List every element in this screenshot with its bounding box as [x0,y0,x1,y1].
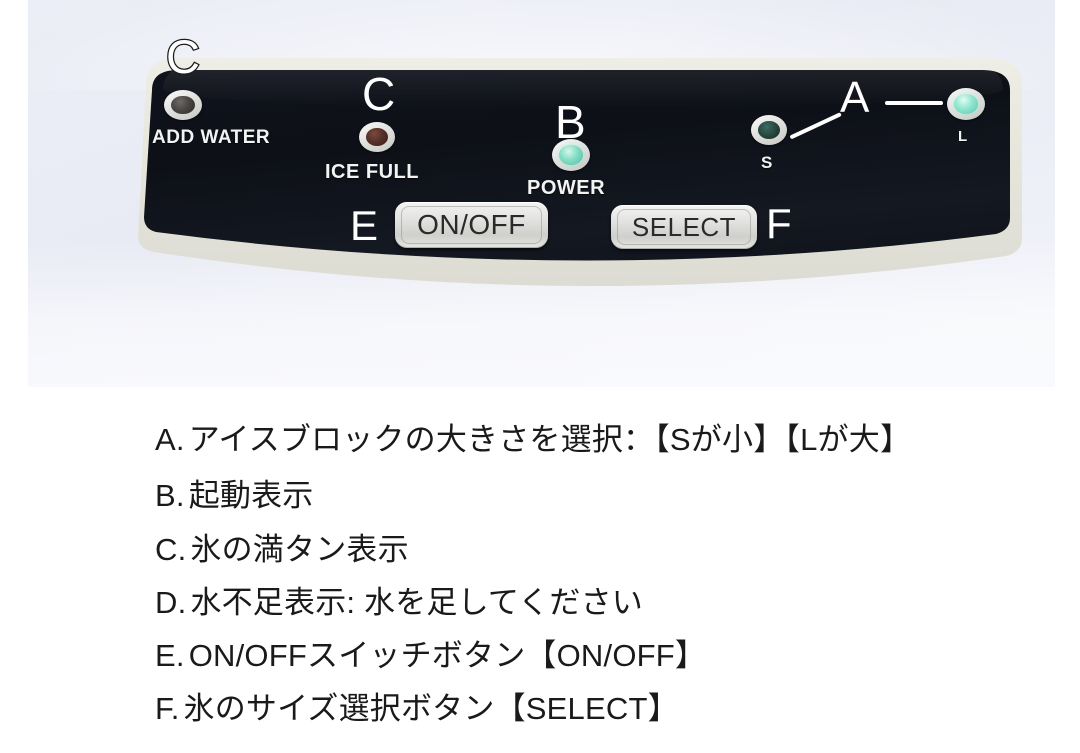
annotation-letter-c: C [362,68,396,120]
led-size-large [947,88,985,120]
legend-key-a: A. [155,422,185,457]
legend-text-e: ON/OFFスイッチボタン【ON/OFF】 [188,638,707,673]
legend-item-a: A.アイスブロックの大きさを選択：【Sが小】【Lが大】 [155,414,911,459]
legend-text-b: 起動表示 [188,478,314,513]
legend-text-d: 水不足表示: 水を足してください [190,585,643,620]
legend-text-f: 氷のサイズ選択ボタン【SELECT】 [183,691,679,726]
select-button[interactable]: SELECT [611,205,757,249]
annotation-letter-a: A [840,73,870,122]
led-ice-full-lens [365,127,389,147]
led-size-small-lens [757,120,781,140]
led-add-water [164,90,202,120]
panel-gloss [163,66,1004,108]
legend-item-f: F.氷のサイズ選択ボタン【SELECT】 [155,683,679,728]
led-add-water-lens [171,95,195,115]
legend-key-c: C. [155,532,187,567]
led-size-small [751,115,787,145]
legend-key-f: F. [155,691,180,726]
control-panel-photo: ADD WATER ICE FULL POWER S L C C B A E F… [28,0,1055,387]
on-off-button[interactable]: ON/OFF [395,202,548,248]
legend-key-d: D. [155,585,187,620]
label-power: POWER [527,177,606,199]
led-power-lens [559,145,583,165]
annotation-letter-f: F [766,200,792,247]
legend-key-b: B. [155,478,185,513]
label-size-small: S [761,153,773,172]
legend-key-e: E. [155,638,185,673]
legend-item-b: B.起動表示 [155,470,314,515]
legend-item-d: D.水不足表示: 水を足してください [155,577,643,622]
annotation-letter-c-top: C [165,30,201,83]
led-ice-full [359,122,395,152]
label-size-large: L [958,128,968,145]
legend-text-a: アイスブロックの大きさを選択：【Sが小】【Lが大】 [188,422,912,457]
legend-item-c: C.氷の満タン表示 [155,524,409,569]
legend-item-e: E.ON/OFFスイッチボタン【ON/OFF】 [155,630,706,675]
legend-list: A.アイスブロックの大きさを選択：【Sが小】【Lが大】 B.起動表示 C.氷の満… [0,387,1080,753]
annotation-letter-e: E [350,202,379,249]
led-power [552,139,590,171]
label-add-water: ADD WATER [152,127,271,148]
label-ice-full: ICE FULL [325,161,419,183]
leader-line-a-to-large [885,101,943,105]
annotation-letter-b: B [555,96,586,148]
led-size-large-lens [954,94,978,114]
legend-text-c: 氷の満タン表示 [190,532,409,567]
